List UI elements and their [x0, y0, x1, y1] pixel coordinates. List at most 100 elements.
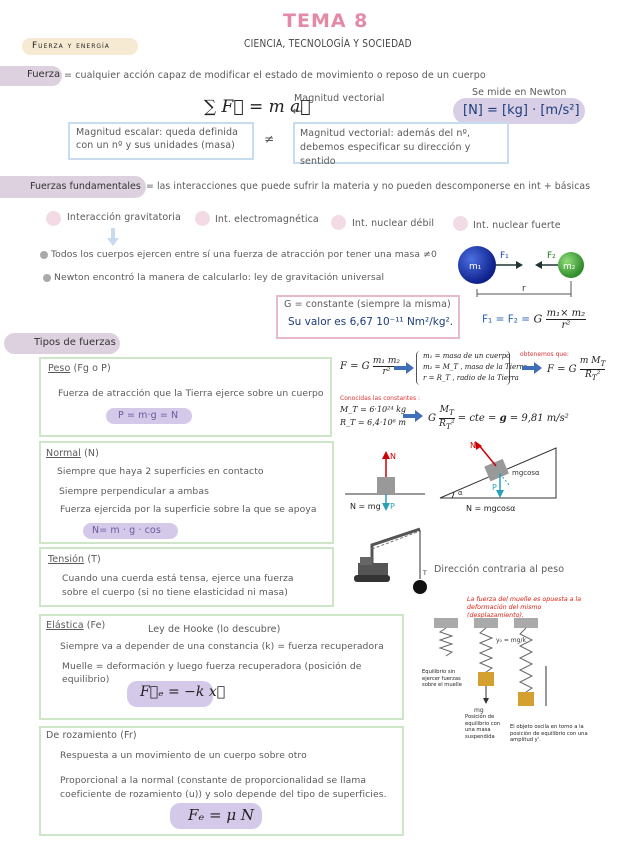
- vector-text: Magnitud vectorial: además del nº, debem…: [300, 128, 471, 167]
- normal-pill-text: N= m · g · cos: [92, 525, 161, 536]
- newton-units: [N] = [kg] · [m/s²]: [463, 103, 580, 118]
- normal-title: Normal (N): [46, 448, 99, 459]
- item-gravitatoria: Interacción gravitatoria: [67, 212, 181, 223]
- arrow-right-icon-3: [403, 410, 423, 422]
- item-electromagnetica: Int. electromagnética: [215, 214, 319, 225]
- incline-n-label: N: [470, 441, 476, 450]
- fuerza-label: Fuerza: [27, 69, 61, 80]
- peso-pill-text: P = m·g = N: [118, 410, 179, 421]
- normal-line-1: Siempre que haya 2 superficies en contac…: [57, 466, 264, 477]
- tipos-badge: [4, 333, 120, 354]
- label-f2: F₂: [547, 251, 556, 261]
- elastica-title: Elástica (Fe): [46, 620, 106, 631]
- normal-line-3: Fuerza ejercida por la superficie sobre …: [60, 504, 317, 515]
- peso-def-2: m₂ = M_T , masa de la Tierra: [423, 363, 527, 371]
- spring-cap-3: El objeto oscila en torno a la posición …: [510, 724, 588, 743]
- peso-desc: Fuerza de atracción que la Tierra ejerce…: [58, 388, 324, 399]
- fundamentales-definition: = las interacciones que puede sufrir la …: [146, 181, 591, 192]
- incline-alpha: α: [458, 489, 463, 497]
- incline-p-label: P: [492, 483, 497, 492]
- peso-defs-bracket: [416, 351, 510, 385]
- label-m1: m₁: [469, 262, 482, 272]
- gravitation-diagram: m₁ m₂ F₁ F₂ r: [458, 246, 584, 297]
- elastica-formula-pill: [127, 681, 213, 707]
- normal-incline-diagram: N P α mgcosα: [439, 441, 557, 499]
- bullet-electromagnetica: [195, 211, 210, 226]
- peso-pill: [106, 408, 192, 424]
- conocidas-label: Conocidas las constantes :: [340, 395, 421, 402]
- vector-box: [293, 122, 509, 164]
- obtenemos-label: obtenemos que:: [520, 351, 569, 358]
- fuerza-badge: [0, 66, 62, 86]
- page-subtitle: CIENCIA, TECNOLOGÍA Y SOCIEDAD: [244, 38, 412, 50]
- item-nuclear-fuerte: Int. nuclear fuerte: [473, 220, 561, 231]
- rozamiento-title: De rozamiento (Fr): [46, 730, 137, 741]
- newton-units-pill: [453, 98, 585, 124]
- spring-diagram: mg y₀ = mg/k: [434, 618, 547, 714]
- scalar-text: Magnitud escalar: queda definida con un …: [76, 127, 239, 151]
- bullet-dot-1: [40, 251, 48, 259]
- peso-def-1: m₁ = masa de un cuerpo: [423, 352, 511, 360]
- g-constant-text: G = constante (siempre la misma): [284, 299, 451, 310]
- topic-label: Fuerza y energía: [32, 41, 110, 51]
- normal-line-2: Siempre perpendicular a ambas: [59, 486, 209, 497]
- tension-line-1: Cuando una cuerda está tensa, ejerce una…: [62, 573, 294, 584]
- arrow-right-icon-2: [522, 362, 542, 374]
- tipos-label: Tipos de fuerzas: [34, 337, 116, 348]
- elastica-hooke: Ley de Hooke (lo descubre): [148, 624, 281, 635]
- earth-mass: M_T = 6·10²⁴ kg: [340, 405, 407, 414]
- bullet-nuclear-debil: [331, 215, 346, 230]
- rozamiento-formula-pill: [170, 803, 262, 829]
- label-r: r: [522, 284, 526, 294]
- rozamiento-line-1: Respuesta a un movimiento de un cuerpo s…: [60, 750, 307, 761]
- vector-note: Magnitud vectorial: [294, 93, 385, 104]
- normal-flat-caption: N = mg: [350, 502, 381, 511]
- mass-1-sphere: [458, 246, 496, 284]
- bullet-gravitatoria: [46, 211, 61, 226]
- elastica-box: [39, 614, 404, 720]
- peso-title: Peso (Fg o P): [48, 363, 111, 374]
- peso-def-3: r = R_T , radio de la Tierra: [423, 374, 519, 382]
- rozamiento-line-2: Proporcional a la normal (constante de p…: [60, 775, 387, 800]
- rozamiento-formula: Fₑ = μ N: [188, 806, 254, 824]
- fundamentales-label: Fuerzas fundamentales: [30, 181, 141, 192]
- spring-cap-1: Equilibrio sin ejercer fuerzas sobre el …: [422, 669, 462, 688]
- gravity-bullet-2: Newton encontró la manera de calcularlo:…: [54, 272, 385, 283]
- item-nuclear-debil: Int. nuclear débil: [352, 218, 435, 229]
- g-value-text: Su valor es 6,67 10⁻¹¹ Nm²/kg².: [288, 316, 454, 328]
- bullet-nuclear-fuerte: [453, 216, 468, 231]
- vector-note-arrow: ←: [292, 104, 303, 118]
- label-m2: m₂: [563, 262, 576, 272]
- fuerza-definition: = cualquier acción capaz de modificar el…: [64, 70, 486, 81]
- newton-second-law: ∑ F⃗ = m a⃗: [204, 97, 311, 117]
- earth-radius: R_T = 6,4·10⁶ m: [340, 418, 406, 427]
- flat-p-label: P: [390, 502, 395, 511]
- scalar-box: [68, 122, 254, 160]
- g-constant-box: [276, 295, 460, 339]
- spring-red-note: La fuerza del muelle es opuesta a la def…: [467, 596, 582, 619]
- elastica-line-2: Muelle = deformación y luego fuerza recu…: [62, 661, 362, 685]
- mass-2-sphere: [558, 252, 584, 278]
- arrow-right-icon: [394, 362, 414, 374]
- label-f1: F₁: [500, 251, 509, 261]
- tension-box: [39, 547, 334, 607]
- fundamentales-badge: [0, 176, 146, 198]
- normal-incline-caption: N = mgcosα: [466, 504, 516, 513]
- elastica-formula: F⃗ₑ = −k x⃗: [140, 684, 226, 700]
- tension-direction-note: Dirección contraria al peso: [434, 564, 565, 575]
- normal-flat-diagram: N P: [345, 451, 425, 511]
- bullet-dot-2: [43, 274, 51, 282]
- not-equal-sign: ≠: [264, 132, 275, 146]
- spring-mg-label: mg: [474, 707, 484, 714]
- spring-y0-label: y₀ = mg/k: [496, 637, 526, 644]
- spring-cap-2: Posición de equilibrio con una masa susp…: [465, 714, 501, 740]
- down-arrow-icon: [107, 228, 119, 246]
- gravity-bullet-1: Todos los cuerpos ejercen entre sí una f…: [51, 249, 437, 260]
- incline-mgcos: mgcosα: [512, 469, 540, 477]
- flat-n-label: N: [390, 452, 396, 461]
- page-title: TEMA 8: [283, 10, 369, 32]
- tension-line-2: sobre el cuerpo (si no tiene elasticidad…: [62, 587, 288, 598]
